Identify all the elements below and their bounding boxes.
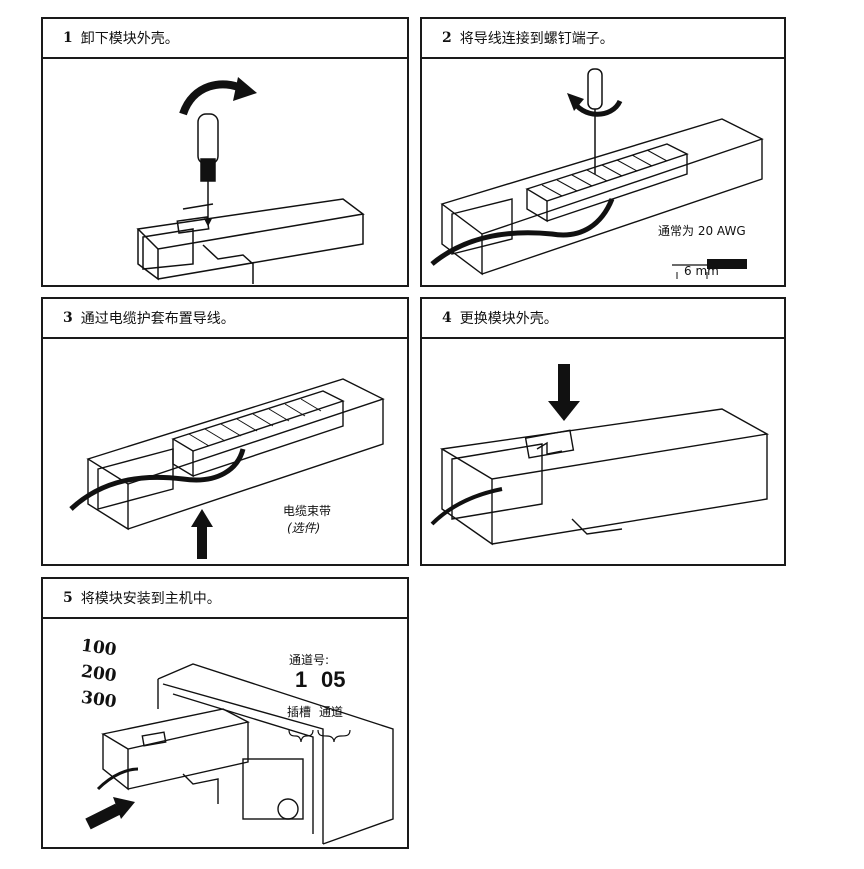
step-number: 2 (442, 30, 452, 46)
channel-value: 05 (321, 667, 346, 692)
step-text: 通过电缆护套布置导线。 (80, 311, 235, 327)
step-4-illustration (430, 364, 770, 546)
step-1-illustration (136, 77, 365, 284)
cable-tie-label: 电缆束带 (283, 504, 332, 518)
step-text: 更换模块外壳。 (459, 311, 558, 327)
step-2-illustration (430, 68, 764, 279)
channel-number-title: 通道号: (289, 653, 330, 667)
step-text: 将导线连接到螺钉端子。 (459, 31, 614, 47)
step-number: 3 (63, 310, 73, 326)
slot-value: 1 (295, 667, 308, 692)
step-2-panel: 2 将导线连接到螺钉端子。 (420, 17, 786, 287)
slot-labels: 100 200 300 (79, 635, 118, 713)
step-5-panel: 5 将模块安装到主机中。 100 200 300 通道号: (41, 577, 409, 849)
step-1-panel: 1 卸下模块外壳。 (41, 17, 409, 287)
step-5-header: 5 将模块安装到主机中。 (43, 579, 407, 619)
cable-tie-note: (选件) (287, 521, 321, 535)
step-number: 1 (63, 30, 73, 46)
step-3-header: 3 通过电缆护套布置导线。 (43, 299, 407, 339)
step-1-header: 1 卸下模块外壳。 (43, 19, 407, 59)
step-text: 卸下模块外壳。 (80, 31, 179, 47)
slot-label: 300 (79, 687, 118, 713)
step-3-illustration (69, 378, 385, 559)
step-number: 5 (63, 590, 73, 606)
step-4-header: 4 更换模块外壳。 (422, 299, 784, 339)
step-2-header: 2 将导线连接到螺钉端子。 (422, 19, 784, 59)
wire-gauge-label: 通常为 20 AWG (658, 224, 746, 238)
step-3-panel: 3 通过电缆护套布置导线。 电缆束带 (选件) (41, 297, 409, 566)
slot-caption: 插槽 (287, 705, 312, 719)
channel-caption: 通道 (319, 705, 344, 719)
step-text: 将模块安装到主机中。 (80, 591, 221, 607)
step-number: 4 (442, 310, 452, 326)
step-4-panel: 4 更换模块外壳。 (420, 297, 786, 566)
strip-length-label: 6 mm (684, 264, 719, 278)
step-5-illustration (85, 663, 394, 845)
